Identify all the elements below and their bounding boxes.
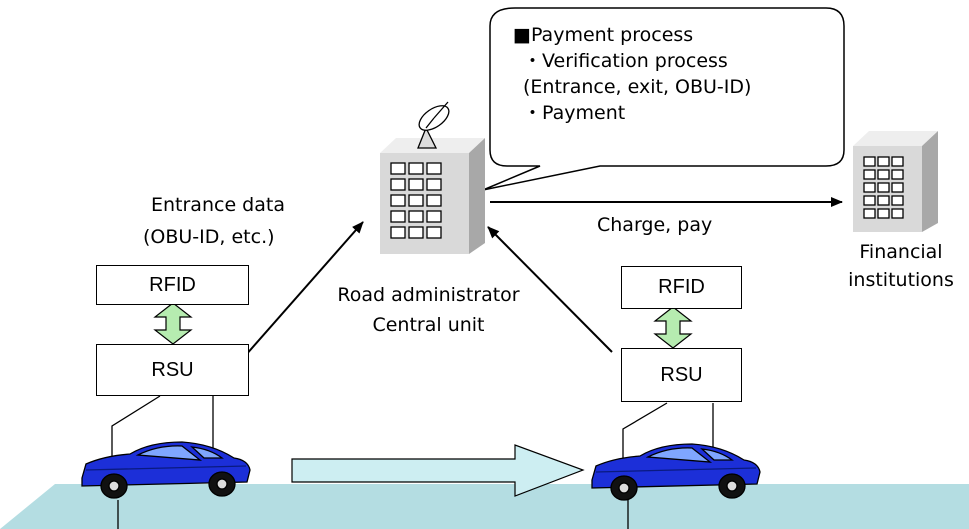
bubble-line-4: ・Payment [523, 102, 626, 124]
left-car-icon [81, 441, 251, 499]
arrow-left-rsu-to-central [244, 221, 364, 357]
left-rsu-box: RSU [96, 344, 249, 396]
financial-label-2: institutions [848, 269, 954, 291]
bubble-line-2: ・Verification process [523, 50, 728, 72]
direction-arrow [291, 444, 585, 497]
entrance-data-label: Entrance data [151, 194, 285, 216]
arrow-right-rsu-to-central [487, 226, 613, 353]
satellite-dish-icon [417, 101, 450, 149]
road [0, 484, 969, 529]
bubble-line-3: (Entrance, exit, OBU-ID) [523, 76, 752, 98]
double-arrow-left [153, 302, 193, 345]
bubble-text: ■Payment process ・Verification process (… [513, 22, 751, 126]
right-antenna-lines [622, 402, 668, 462]
left-antenna-lines [111, 395, 161, 460]
financial-building-icon [853, 131, 938, 232]
right-rfid-box: RFID [621, 266, 742, 309]
central-unit-label-1: Road administrator [337, 284, 520, 306]
central-unit-label-2: Central unit [372, 314, 485, 336]
double-arrow-right [653, 306, 693, 349]
speech-bubble [482, 7, 845, 191]
right-rsu-box: RSU [621, 348, 742, 402]
financial-label-1: Financial [859, 241, 943, 263]
charge-pay-label: Charge, pay [597, 214, 713, 236]
bubble-line-1: ■Payment process [513, 24, 694, 46]
central-building-icon [380, 138, 485, 254]
entrance-data-sublabel: (OBU-ID, etc.) [143, 226, 275, 248]
right-car-icon [591, 443, 761, 501]
left-rfid-box: RFID [96, 265, 249, 305]
